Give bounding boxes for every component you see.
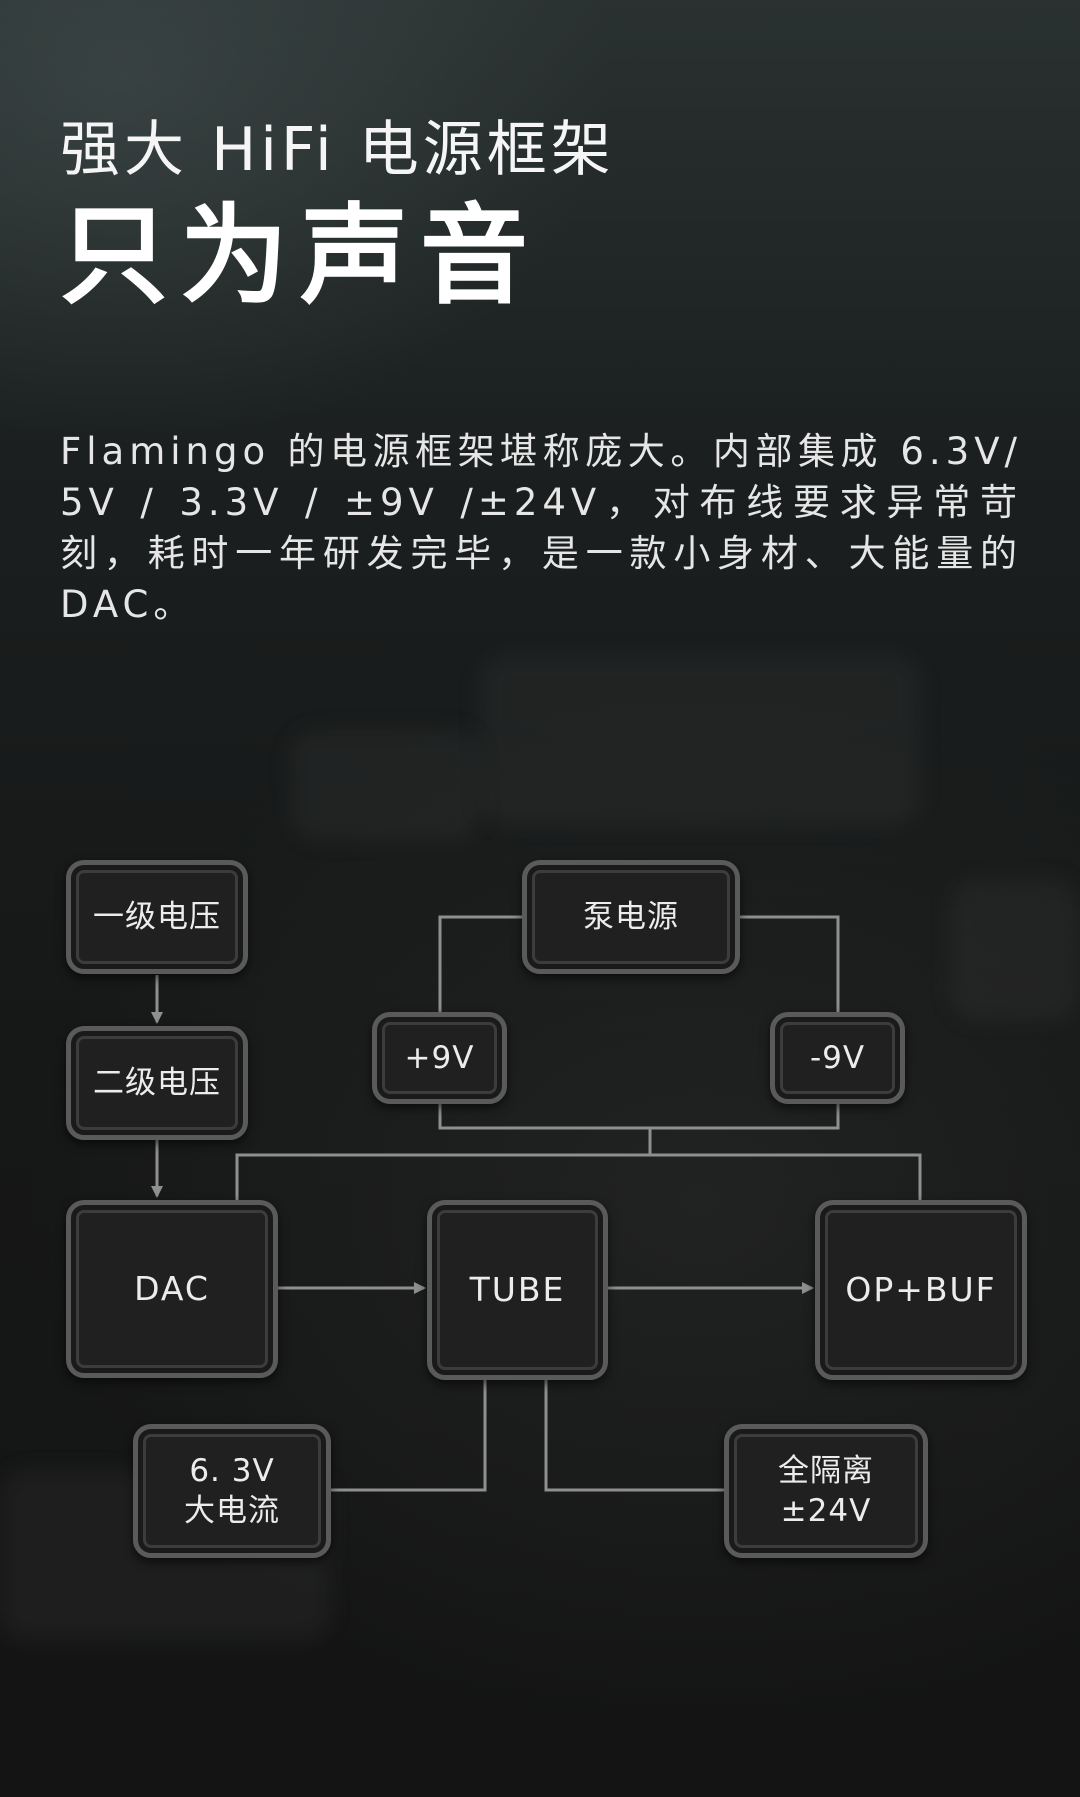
diagram-connectors: [151, 915, 922, 1492]
node-pump-power: 泵电源: [522, 860, 740, 974]
background-blur-shape: [290, 730, 480, 840]
background-blur-shape: [950, 880, 1080, 1020]
link-63v-to-tube: [330, 1380, 487, 1492]
node-isolated-24v: 全隔离 ±24V: [724, 1424, 928, 1558]
node-minus-9v: -9V: [770, 1012, 905, 1104]
node-plus-9v: +9V: [372, 1012, 507, 1104]
page-title: 只为声音: [60, 194, 541, 319]
node-dac: DAC: [66, 1200, 278, 1378]
background-blur-shape: [480, 655, 920, 825]
node-primary-voltage: 一级电压: [66, 860, 248, 974]
node-secondary-voltage: 二级电压: [66, 1026, 248, 1140]
power-architecture-diagram: 一级电压 二级电压 泵电源 +9V -9V DAC TUBE OP+BUF 6.…: [0, 840, 1080, 1580]
node-tube: TUBE: [427, 1200, 608, 1380]
subtitle: 强大 HiFi 电源框架: [60, 115, 615, 185]
link-24v-to-tube: [544, 1380, 726, 1492]
link-9v-join: [438, 1102, 840, 1130]
description-text: Flamingo 的电源框架堪称庞大。内部集成 6.3V/ 5V / 3.3V …: [60, 430, 1022, 626]
node-op-buf: OP+BUF: [815, 1200, 1027, 1380]
header: 强大 HiFi 电源框架 只为声音: [60, 108, 1020, 322]
link-pump-to-plus9v: [438, 915, 525, 1012]
node-6-3v-high-current: 6. 3V 大电流: [133, 1424, 331, 1558]
link-bus-dac: [235, 1153, 922, 1200]
link-pump-to-minus9v: [740, 915, 840, 1012]
